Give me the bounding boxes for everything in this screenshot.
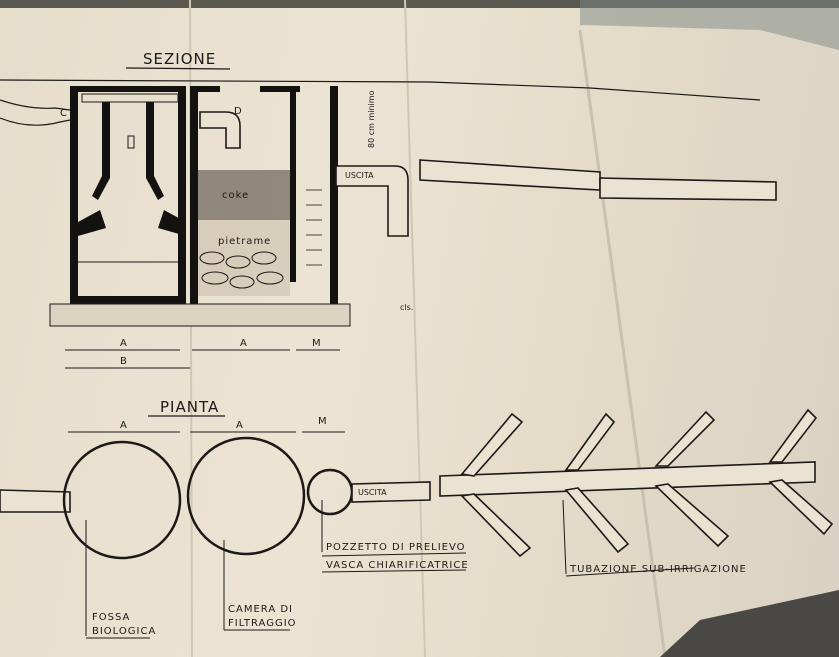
inlet-pipe [0, 99, 71, 126]
dim-a-plan-2: A [236, 420, 244, 431]
label-tubazione: TUBAZIONE SUB-IRRIGAZIONE [569, 564, 747, 575]
label-vasca: VASCA CHIARIFICATRICE [326, 560, 469, 571]
label-pietrame: pietrame [218, 236, 271, 247]
plan-title: PIANTA [160, 398, 219, 416]
drain-pipe-section-2 [599, 177, 777, 201]
fold-line [404, 0, 426, 657]
dim-a-section-1: A [120, 338, 128, 349]
label-fossa-1: FOSSA [92, 612, 130, 623]
background-corner [580, 0, 839, 50]
label-fossa-2: BIOLOGICA [92, 626, 156, 637]
dim-a-section-2: A [240, 338, 248, 349]
fold-line [578, 29, 667, 657]
ground-line [0, 79, 761, 101]
label-d: D [234, 106, 243, 117]
fossa-biologica-section [70, 86, 186, 304]
concrete-base [49, 303, 351, 327]
sub-irrigation-branches [460, 408, 834, 558]
dim-m-section: M [312, 338, 322, 349]
label-uscita-plan: USCITA [358, 488, 387, 497]
outlet-pipe-section [335, 165, 409, 237]
label-uscita-section: USCITA [345, 171, 374, 180]
dim-b-section: B [120, 356, 128, 367]
coke-layer [198, 170, 290, 220]
gravel-fill [198, 170, 290, 296]
background-bottom [660, 590, 839, 657]
pozzetto-plan [306, 468, 354, 516]
background-top [0, 0, 839, 8]
depth-note: 80 cm minimo [367, 90, 376, 148]
label-pozzetto: POZZETTO DI PRELIEVO [326, 542, 466, 553]
section-title: SEZIONE [143, 50, 216, 68]
label-coke: coke [222, 190, 249, 201]
sub-irrigation-main-plan [439, 461, 816, 497]
label-cls: cls. [400, 303, 413, 312]
label-camera-1: CAMERA DI [228, 604, 293, 615]
label-camera-2: FILTRAGGIO [228, 618, 297, 629]
dim-a-plan-1: A [120, 420, 128, 431]
camera-filtraggio-section: D coke pietrame [190, 86, 338, 304]
dim-m-plan: M [318, 416, 328, 427]
outlet-pipe-plan [351, 481, 431, 503]
discharge-elbow [199, 111, 241, 149]
inlet-pipe-plan [0, 489, 71, 513]
label-c: C [60, 108, 68, 119]
camera-filtraggio-plan [186, 436, 306, 556]
fossa-biologica-plan [62, 440, 182, 560]
drain-pipe-section [419, 159, 601, 191]
